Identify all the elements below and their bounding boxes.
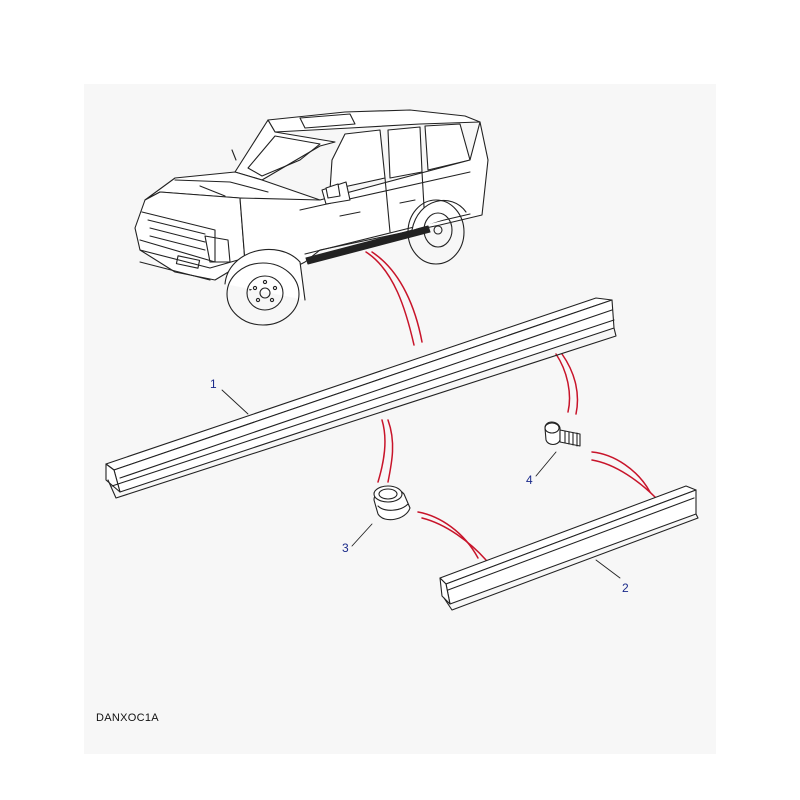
part-2-short-moulding <box>439 485 699 611</box>
callout-3: 3 <box>342 541 349 555</box>
part-1-long-moulding <box>105 297 617 499</box>
vehicle-illustration <box>134 109 489 326</box>
leader-curves <box>365 251 657 561</box>
callout-1: 1 <box>210 377 217 391</box>
callout-2: 2 <box>622 581 629 595</box>
callout-4: 4 <box>526 473 533 487</box>
diagram-code: DANXOC1A <box>96 712 159 724</box>
part-3-clip <box>373 485 411 521</box>
callout-leaders <box>221 389 621 579</box>
part-4-screw <box>544 421 581 447</box>
